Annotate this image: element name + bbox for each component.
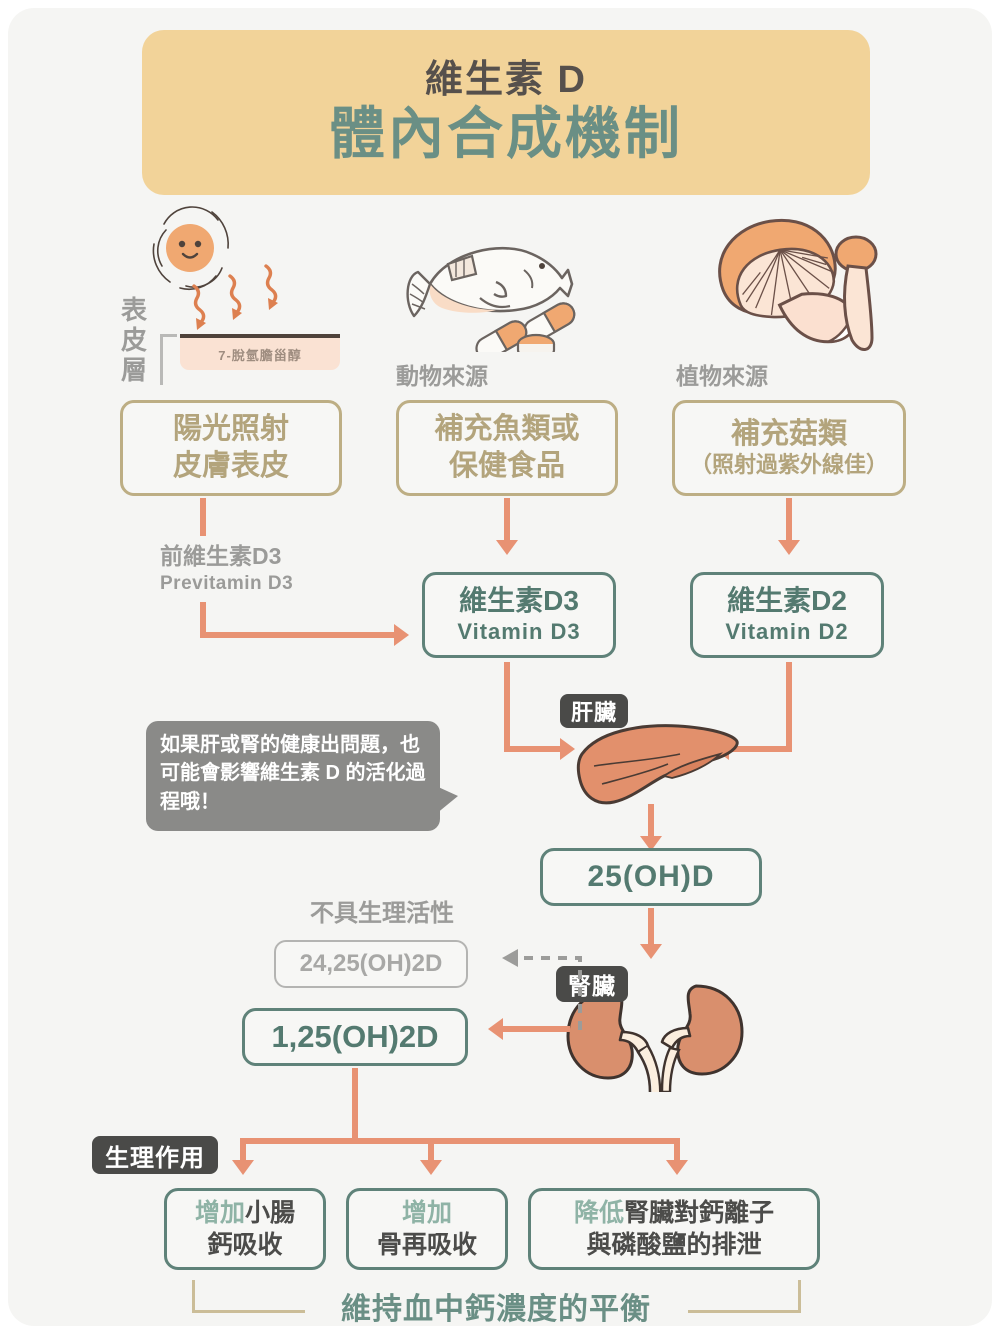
epidermis-label: 表皮層 — [120, 295, 147, 385]
liver-badge: 肝臟 — [560, 694, 628, 728]
connector-effect1-arrowhead — [232, 1160, 254, 1175]
connector-effect3-down — [674, 1138, 680, 1166]
connector-sun-arrowhead — [394, 624, 409, 646]
connector-kidney-inactive-dashed — [502, 949, 582, 1030]
plant-source-label: 植物來源 — [676, 363, 768, 389]
effect-box-intestinal-calcium[interactable]: 增加小腸 鈣吸收 — [164, 1188, 326, 1270]
connector-sun-down-1 — [200, 498, 206, 536]
connector-effect2-arrowhead — [420, 1160, 442, 1175]
vitamin-d2-zh: 維生素D2 — [727, 585, 847, 617]
previtamin-label-en: Previtamin D3 — [160, 573, 294, 594]
effect3-line2: 與磷酸鹽的排泄 — [586, 1231, 762, 1259]
page-title: 體內合成機制 — [329, 102, 683, 166]
input-box-mushroom[interactable]: 補充菇類 （照射過紫外線佳） — [672, 400, 906, 496]
dehydrocholesterol-box: 7-脫氫膽甾醇 — [180, 334, 340, 370]
input-box-mushroom-line2: （照射過紫外線佳） — [689, 452, 888, 478]
previtamin-label-zh: 前維生素D3 — [160, 543, 282, 569]
liver-icon — [576, 724, 739, 805]
effect1-line2: 鈣吸收 — [207, 1231, 283, 1259]
summary-text: 維持血中鈣濃度的平衡 — [341, 1293, 651, 1326]
effect1-rest: 小腸 — [245, 1198, 296, 1227]
connector-kidney-active-h — [502, 1026, 570, 1032]
effect2-line2: 骨再吸收 — [376, 1231, 477, 1259]
fish-icon — [406, 246, 576, 352]
connector-25ohd-kidney-arrowhead — [640, 944, 662, 959]
connector-d3-liver-v — [504, 662, 510, 746]
connector-mushroom-arrowhead — [778, 540, 800, 555]
input-box-sunlight-line2: 皮膚表皮 — [172, 450, 289, 482]
effect3-accent: 降低 — [573, 1198, 624, 1227]
input-box-fish[interactable]: 補充魚類或 保健食品 — [396, 400, 618, 496]
vitamin-d3-box[interactable]: 維生素D3 Vitamin D3 — [422, 572, 616, 658]
effect2-accent: 增加 — [401, 1198, 452, 1227]
connector-kidney-active-arrowhead — [488, 1018, 503, 1040]
connector-liver-25ohd-arrowhead — [640, 836, 662, 851]
vitamin-d3-en: Vitamin D3 — [457, 619, 581, 645]
physiological-effect-badge: 生理作用 — [92, 1136, 218, 1174]
connector-liver-25ohd — [648, 804, 654, 842]
connector-d2-liver-v — [786, 662, 792, 752]
connector-25ohd-kidney — [648, 908, 654, 950]
input-box-mushroom-line1: 補充菇類 — [730, 417, 847, 450]
effect3-rest: 腎臟對鈣離子 — [624, 1198, 775, 1227]
connector-effect1-down — [240, 1138, 246, 1166]
sun-with-face-icon — [152, 206, 278, 330]
connector-d2-liver-h — [728, 746, 792, 752]
summary-bracket-right — [688, 1280, 801, 1313]
connector-mushroom-down — [786, 498, 792, 544]
speech-bubble: 如果肝或腎的健康出問題，也可能會影響維生素 D 的活化過程哦！ — [146, 721, 440, 831]
mushroom-icon — [718, 218, 878, 351]
metabolite-125ohd-box[interactable]: 1,25(OH)2D — [242, 1008, 468, 1066]
input-box-sunlight-line1: 陽光照射 — [172, 412, 289, 445]
input-box-fish-line2: 保健食品 — [448, 450, 565, 482]
connector-effect3-arrowhead — [666, 1160, 688, 1175]
epidermis-bracket — [160, 334, 177, 385]
connector-fish-arrowhead — [496, 540, 518, 555]
input-box-fish-line1: 補充魚類或 — [434, 412, 580, 445]
connector-effects-bus — [240, 1138, 680, 1144]
connector-sun-down-2 — [200, 602, 206, 638]
connector-d3-liver-h — [504, 746, 562, 752]
vitamin-d3-zh: 維生素D3 — [459, 585, 579, 617]
metabolite-2425ohd-box[interactable]: 24,25(OH)2D — [274, 940, 468, 988]
kidneys-icon — [566, 984, 744, 1092]
connector-fish-down — [504, 498, 510, 544]
infographic-canvas: 維生素 D 體內合成機制 — [8, 8, 992, 1326]
animal-source-label: 動物來源 — [396, 363, 488, 389]
effect-box-renal-excretion[interactable]: 降低腎臟對鈣離子 與磷酸鹽的排泄 — [528, 1188, 820, 1270]
summary-bracket-left — [192, 1280, 305, 1313]
metabolite-25ohd-box[interactable]: 25(OH)D — [540, 848, 762, 906]
title-subtitle: 維生素 D — [424, 59, 587, 102]
effect-box-bone-resorption[interactable]: 增加 骨再吸收 — [346, 1188, 508, 1270]
vitamin-d2-en: Vitamin D2 — [725, 619, 849, 645]
inactive-metabolite-label: 不具生理活性 — [310, 900, 454, 927]
speech-bubble-tail — [436, 786, 458, 814]
capsule-pill-icon — [475, 302, 576, 352]
kidney-badge: 腎臟 — [556, 966, 628, 1002]
connector-effect2-down — [428, 1138, 434, 1166]
input-box-sunlight[interactable]: 陽光照射 皮膚表皮 — [120, 400, 342, 496]
connector-d3-liver-arrowhead — [560, 738, 575, 760]
connector-active-down — [352, 1068, 358, 1143]
connector-sun-right — [200, 632, 396, 638]
effect1-accent: 增加 — [194, 1198, 245, 1227]
vitamin-d2-box[interactable]: 維生素D2 Vitamin D2 — [690, 572, 884, 658]
title-banner: 維生素 D 體內合成機制 — [142, 30, 870, 195]
